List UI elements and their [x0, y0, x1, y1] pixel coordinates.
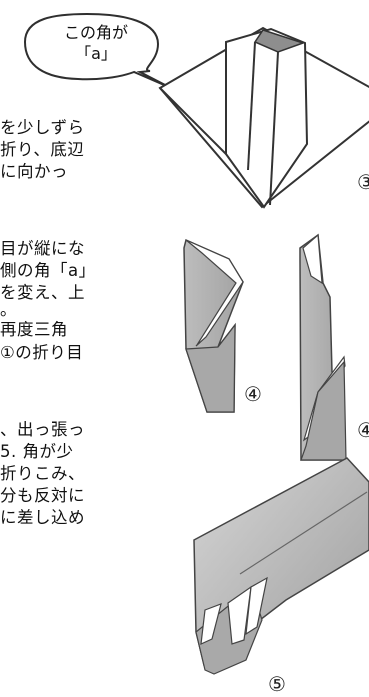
instruction-line-4: 目が縦にな [0, 239, 85, 258]
callout-bubble [23, 12, 172, 89]
instruction-line-2: 折り、底辺 [0, 140, 85, 159]
step-label-4b: ④ [357, 418, 369, 442]
instruction-line-1: を少しずら [0, 118, 85, 137]
instruction-line-9: ①の折り目 [0, 343, 84, 362]
step-label-4: ④ [244, 382, 262, 406]
instruction-line-5: 側の角「a」 [0, 261, 96, 280]
instruction-line-6: を変え、上 [0, 283, 85, 302]
instruction-line-3: に向かっ [0, 162, 68, 181]
callout-text-line2: 「a」 [75, 44, 117, 63]
instruction-line-7: 。 [0, 300, 17, 319]
instruction-line-12: 折りこみ、 [0, 464, 85, 483]
instruction-line-11: 5. 角が少 [0, 442, 74, 461]
callout-text-line1: この角が [63, 23, 128, 42]
fold-diagram-5 [193, 457, 369, 675]
instruction-line-14: に差し込め [0, 508, 85, 527]
fold-diagram-4 [183, 238, 244, 413]
instruction-line-8: 再度三角 [0, 320, 68, 339]
instruction-line-10: 、出っ張っ [0, 420, 85, 439]
step-label-5: ⑤ [268, 672, 286, 696]
step-label-3: ③ [357, 170, 369, 194]
instruction-line-13: 分も反対に [0, 486, 85, 505]
fold-diagram-4b [299, 233, 347, 461]
fold-diagram-3 [158, 26, 369, 209]
